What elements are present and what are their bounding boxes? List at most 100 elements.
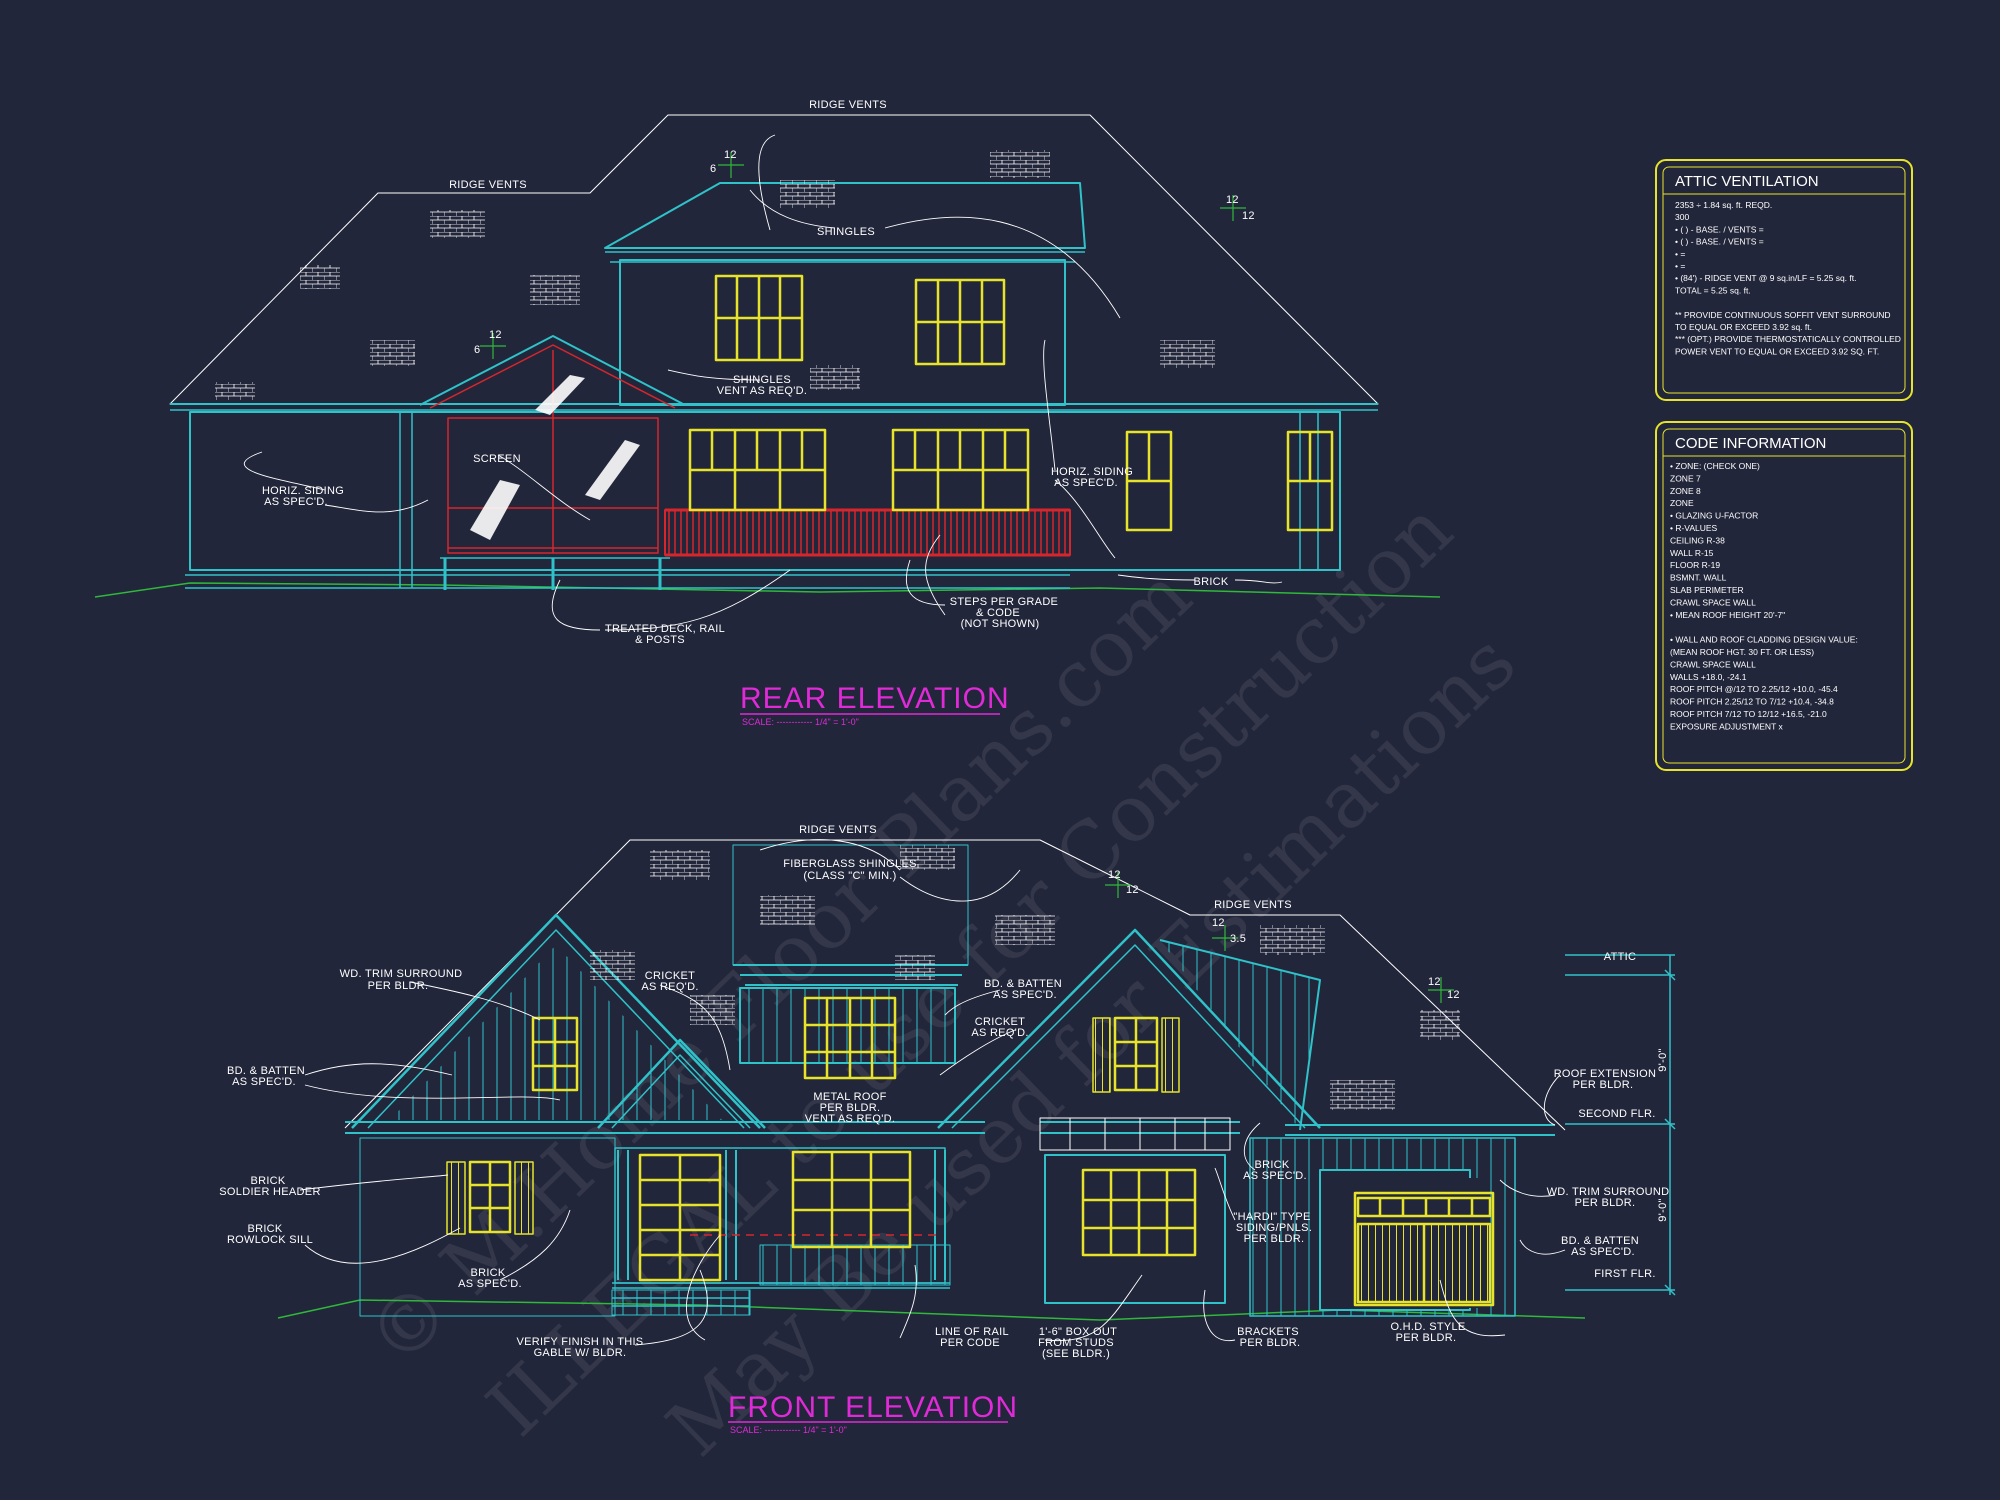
front-label-attic: ATTIC [1604, 951, 1636, 963]
rear-label-shingles: SHINGLES [817, 226, 875, 238]
rear-label-horiz-right-2: AS SPEC'D. [1054, 477, 1118, 489]
front-dim-upper: 9'-0" [1657, 1048, 1669, 1071]
front-label-ohd-1: O.H.D. STYLE [1390, 1321, 1465, 1333]
front-elevation: RIDGE VENTS RIDGE VENTS FIBERGLASS SHING… [219, 824, 1676, 1435]
front-label-brick-r-2: AS SPEC'D. [1243, 1170, 1307, 1182]
front-label-cricket-r-1: CRICKET [975, 1016, 1025, 1028]
attic-line: TOTAL = 5.25 sq. ft. [1675, 285, 1751, 295]
front-label-brackets-2: PER BLDR. [1240, 1337, 1301, 1349]
rear-pitch-b1: 12 [1226, 194, 1239, 206]
front-label-cricket-r-2: AS REQ'D. [971, 1027, 1028, 1039]
attic-ventilation-lines: 2353 ÷ 1.84 sq. ft. REQD. 300 • ( ) - BASE… [1675, 200, 1901, 356]
front-label-fiberglass-2: (CLASS "C" MIN.) [803, 870, 896, 882]
front-porch-gable [597, 1038, 766, 1129]
attic-ventilation-title: ATTIC VENTILATION [1675, 173, 1819, 190]
rear-label-horiz-right-1: HORIZ. SIDING [1051, 466, 1133, 478]
front-label-brick-rowlock-2: ROWLOCK SILL [227, 1234, 313, 1246]
code-information-lines: • ZONE: (CHECK ONE) ZONE 7 ZONE 8 ZONE• … [1670, 461, 1858, 731]
rear-elevation-title: REAR ELEVATION [740, 682, 1010, 715]
front-label-cricket-l-2: AS REQ'D. [641, 981, 698, 993]
rear-label-deck-1: TREATED DECK, RAIL [605, 623, 725, 635]
front-pitch-b1: 12 [1212, 917, 1225, 929]
front-box-out [1044, 1154, 1226, 1304]
front-label-wd-trim-1: WD. TRIM SURROUND [340, 968, 463, 980]
front-label-roof-ext-1: ROOF EXTENSION [1554, 1068, 1657, 1080]
rear-pitch-a1: 6 [710, 163, 716, 175]
front-leader-lines [299, 839, 1566, 1346]
front-label-bd-batten-r-1: BD. & BATTEN [1561, 1235, 1639, 1247]
attic-line: • ( ) - BASE. / VENTS = [1675, 224, 1764, 234]
attic-line: • (84') - RIDGE VENT @ 9 sq.in/LF = 5.25… [1675, 273, 1856, 283]
code-line: SLAB PERIMETER [1670, 585, 1744, 595]
rear-lower-wall [189, 411, 1341, 571]
front-shutters [446, 1017, 1180, 1235]
code-line: EXPOSURE ADJUSTMENT x [1670, 721, 1783, 731]
rear-deck-rail [664, 509, 1071, 556]
attic-line: • = [1675, 261, 1685, 271]
code-information-title: CODE INFORMATION [1675, 435, 1826, 452]
attic-line: POWER VENT TO EQUAL OR EXCEED 3.92 SQ. F… [1675, 346, 1879, 356]
front-pitch-a1: 12 [1108, 869, 1121, 881]
front-windows [468, 996, 1495, 1307]
rear-label-steps-3: (NOT SHOWN) [961, 618, 1040, 630]
code-line: BSMNT. WALL [1670, 573, 1727, 583]
rear-label-steps-1: STEPS PER GRADE [950, 596, 1058, 608]
front-label-ohd-2: PER BLDR. [1396, 1332, 1457, 1344]
front-level-marks [1565, 954, 1676, 1296]
attic-line: 2353 ÷ 1.84 sq. ft. REQD. [1675, 200, 1772, 210]
code-line: • MEAN ROOF HEIGHT 20'-7" [1670, 610, 1785, 620]
rear-label-brick: BRICK [1193, 576, 1228, 588]
attic-line: • = [1675, 249, 1685, 259]
front-pitch-b2: 3.5 [1230, 933, 1246, 945]
front-label-verify-2: GABLE W/ BLDR. [534, 1347, 627, 1359]
front-label-roof-ext-2: PER BLDR. [1573, 1079, 1634, 1091]
front-pitch-c2: 12 [1447, 989, 1460, 1001]
front-label-brackets-1: BRACKETS [1237, 1326, 1299, 1338]
code-line: ROOF PITCH @/12 TO 2.25/12 +10.0, -45.4 [1670, 684, 1838, 694]
front-label-bd-batten-top-2: AS SPEC'D. [993, 989, 1057, 1001]
rear-elevation-scale: SCALE: ------------ 1/4" = 1'-0" [742, 717, 859, 727]
code-line: WALL R-15 [1670, 548, 1714, 558]
front-label-line-rail-2: PER CODE [940, 1337, 1000, 1349]
front-label-wd-trim-r-2: PER BLDR. [1575, 1197, 1636, 1209]
front-label-fiberglass-1: FIBERGLASS SHINGLES [783, 858, 916, 870]
attic-line: TO EQUAL OR EXCEED 3.92 sq. ft. [1675, 322, 1812, 332]
rear-lower-windows [688, 428, 1334, 532]
front-pitch-c1: 12 [1428, 976, 1441, 988]
code-line: ZONE 7 [1670, 473, 1701, 483]
rear-upper-windows [714, 274, 1006, 366]
front-left-gable [351, 913, 761, 1129]
rear-upper-roof [604, 182, 1086, 249]
front-label-metal-roof-2: PER BLDR. [820, 1102, 881, 1114]
code-line: • R-VALUES [1670, 523, 1718, 533]
code-line: • WALL AND ROOF CLADDING DESIGN VALUE: [1670, 635, 1858, 645]
front-label-brick-spec-1: BRICK [470, 1267, 505, 1279]
front-pitch-markers [1105, 872, 1454, 1003]
front-label-box-out-1: 1'-6" BOX OUT [1039, 1326, 1117, 1338]
front-label-brick-soldier-1: BRICK [250, 1175, 285, 1187]
front-pitch-a2: 12 [1126, 884, 1139, 896]
code-line: CRAWL SPACE WALL [1670, 659, 1756, 669]
attic-line: • ( ) - BASE. / VENTS = [1675, 237, 1764, 247]
code-line: ZONE 8 [1670, 486, 1701, 496]
front-label-brick-r-1: BRICK [1254, 1159, 1289, 1171]
code-line: (MEAN ROOF HGT. 30 FT. OR LESS) [1670, 647, 1814, 657]
front-label-bd-batten-left-1: BD. & BATTEN [227, 1065, 305, 1077]
front-label-line-rail-1: LINE OF RAIL [935, 1326, 1009, 1338]
front-shingle-glyphs [590, 845, 1460, 1110]
front-elevation-title: FRONT ELEVATION [728, 1391, 1018, 1424]
rear-label-shingles-vent-2: VENT AS REQ'D. [717, 385, 807, 397]
front-label-brick-rowlock-1: BRICK [247, 1223, 282, 1235]
front-label-first-flr: FIRST FLR. [1594, 1268, 1655, 1280]
rear-pitch-c2: 12 [489, 329, 502, 341]
front-label-metal-roof-3: VENT AS REQ'D. [805, 1113, 895, 1125]
rear-label-ridge-vents-left: RIDGE VENTS [449, 179, 527, 191]
front-label-verify-1: VERIFY FINISH IN THIS [517, 1336, 644, 1348]
rear-label-steps-2: & CODE [976, 607, 1020, 619]
rear-elevation: RIDGE VENTS RIDGE VENTS SHINGLES SHINGLE… [94, 99, 1441, 727]
front-label-box-out-3: (SEE BLDR.) [1042, 1348, 1110, 1360]
front-label-ridge-vents-right: RIDGE VENTS [1214, 899, 1292, 911]
front-label-hardi-3: PER BLDR. [1244, 1233, 1305, 1245]
attic-ventilation-box: ATTIC VENTILATION 2353 ÷ 1.84 sq. ft. RE… [1655, 159, 1913, 401]
attic-line: 300 [1675, 212, 1689, 222]
